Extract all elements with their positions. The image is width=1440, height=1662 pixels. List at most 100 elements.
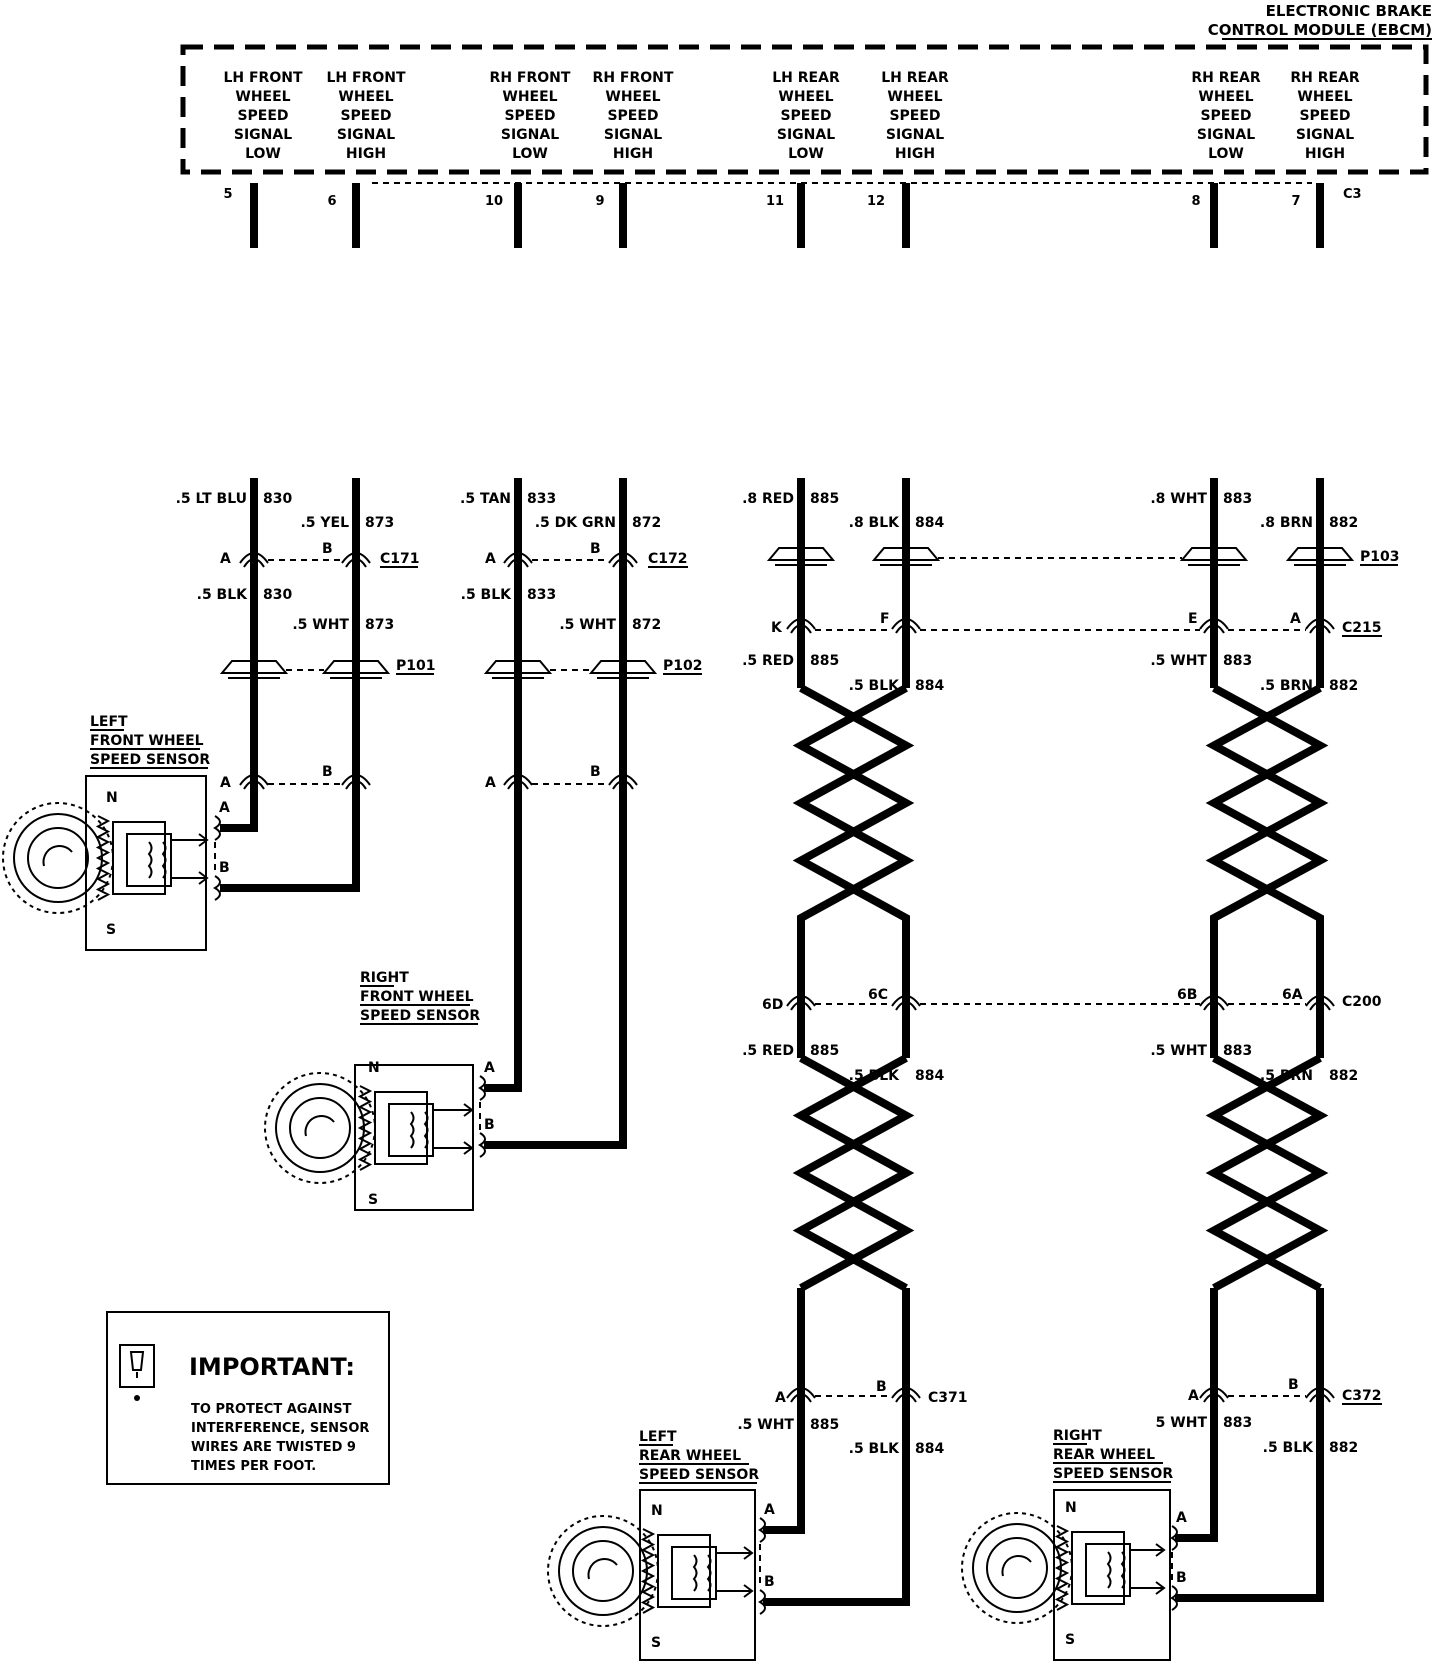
c215-pin-4-inner xyxy=(1309,624,1331,634)
rr-low-c200-circuit-number: 883 xyxy=(1223,1043,1252,1059)
c172-pin-a-inner xyxy=(507,558,529,568)
lf-sensor-conn-pin-a-label: A xyxy=(220,775,231,791)
c372-pin-a-label: A xyxy=(1188,1388,1199,1404)
sensor-connector-pin-b xyxy=(758,1589,766,1615)
rf-low-mid-wire-color: .5 BLK xyxy=(461,587,513,603)
c372-name: C372 xyxy=(1342,1388,1382,1404)
tone-wheel-hub xyxy=(986,1537,1048,1599)
ebcm-terminal-5-line-4: SIGNAL xyxy=(777,127,835,143)
tone-wheel-hub xyxy=(289,1097,351,1159)
rr-high-bot-wire-color: .5 BLK xyxy=(1263,1440,1315,1456)
c372-pin-b xyxy=(1305,1387,1335,1399)
ebcm-terminal-4-line-1: RH FRONT xyxy=(593,70,674,86)
sensor-north-label: N xyxy=(368,1060,380,1076)
sensor-title-line-2: FRONT WHEEL xyxy=(90,733,204,749)
pole-piece-teeth xyxy=(357,1085,373,1171)
lr-high-top-wire-color: .8 BLK xyxy=(849,515,901,531)
magnet-core xyxy=(112,821,166,895)
ebcm-pin-8: 8 xyxy=(1191,194,1200,209)
c200-pin-2 xyxy=(891,995,921,1007)
lr-high-wire-run xyxy=(763,1288,910,1606)
c200-pin-6c-label: 6C xyxy=(868,987,888,1003)
c172-pin-a-label: A xyxy=(485,551,496,567)
ebcm-terminal-3-line-4: SIGNAL xyxy=(501,127,559,143)
sensor-connector-pin-a xyxy=(213,815,221,841)
arrow-icon-a xyxy=(743,1546,754,1560)
sensor-south-label: S xyxy=(106,922,116,938)
sensor-title-line-1: LEFT xyxy=(639,1429,677,1445)
lf-high-mid-circuit-number: 873 xyxy=(365,617,394,633)
sensor-pin-b-label: B xyxy=(1176,1570,1187,1586)
ebcm-terminal-5-line-3: SPEED xyxy=(780,108,831,124)
c200-pin-1 xyxy=(786,995,816,1007)
tone-wheel-hub xyxy=(27,827,89,889)
c172-pin-b-inner xyxy=(612,558,634,568)
c371-pin-b xyxy=(891,1387,921,1399)
rf-high-top-circuit-number: 872 xyxy=(632,515,661,531)
ebcm-terminal-1-line-1: LH FRONT xyxy=(223,70,302,86)
ebcm-terminal-1-line-2: WHEEL xyxy=(235,89,290,105)
pickup-coil-icon xyxy=(1106,1551,1112,1589)
arrow-icon-a xyxy=(1155,1543,1166,1557)
pickup-coil-icon-2 xyxy=(1120,1551,1126,1589)
sensor-south-label: S xyxy=(1065,1632,1075,1648)
ebcm-terminal-8-line-5: HIGH xyxy=(1305,146,1345,162)
sensor-pin-a-label: A xyxy=(484,1060,495,1076)
c371-pin-a xyxy=(786,1387,816,1399)
c172-pin-b xyxy=(608,552,638,564)
pickup-coil-icon-2 xyxy=(423,1111,429,1149)
sensor-title-line-1: LEFT xyxy=(90,714,128,730)
sensor-north-label: N xyxy=(1065,1500,1077,1516)
wire-harness xyxy=(220,183,1329,1606)
lr-low-top-wire-color: .8 RED xyxy=(742,491,794,507)
rr-low-top-circuit-number: 883 xyxy=(1223,491,1252,507)
lf-high-mid-wire-color: .5 WHT xyxy=(292,617,349,633)
ebcm-terminal-6-line-4: SIGNAL xyxy=(886,127,944,143)
c200-pin-6b-label: 6B xyxy=(1177,987,1197,1003)
ebcm-pin-7: 7 xyxy=(1291,194,1300,209)
ebcm-terminal-3-line-5: LOW xyxy=(512,146,548,162)
c215-pin-1 xyxy=(786,618,816,630)
ebcm-connector-c3: C3 xyxy=(1343,187,1362,202)
sensor-south-label: S xyxy=(368,1192,378,1208)
tone-wheel xyxy=(275,1083,365,1173)
pickup-coil-icon xyxy=(147,841,153,879)
ebcm-terminal-8-line-3: SPEED xyxy=(1299,108,1350,124)
sensor-housing xyxy=(85,775,207,951)
sensor-pin-b-label: B xyxy=(484,1117,495,1133)
rr-high-wire-twist-mid xyxy=(1205,684,1329,1058)
sensor-pin-a-label: A xyxy=(764,1502,775,1518)
rotation-arrow-icon xyxy=(42,845,73,867)
c200-name: C200 xyxy=(1342,994,1382,1010)
rotation-arrow-icon xyxy=(587,1558,618,1580)
important-line-3: WIRES ARE TWISTED 9 xyxy=(191,1440,356,1455)
sensor-group: A B N S LEFT FRONT WHEEL SPEED SENSOR A B N S RIGHT… xyxy=(2,714,1187,1661)
ebcm-terminal-4-line-3: SPEED xyxy=(607,108,658,124)
rr-high-c200-wire-color: .5 BRN xyxy=(1260,1068,1313,1084)
c215-pin-f-label: F xyxy=(880,611,890,627)
c200-pin-1-inner xyxy=(790,1001,812,1011)
rr-high-top-wire-color: .8 BRN xyxy=(1260,515,1313,531)
arrow-icon-b xyxy=(463,1141,474,1155)
sensor-connector-pin-b xyxy=(1170,1585,1178,1611)
rr-low-bot-wire-color: 5 WHT xyxy=(1156,1415,1208,1431)
c171-pin-b xyxy=(341,552,371,564)
pole-piece-teeth xyxy=(1054,1525,1070,1611)
ebcm-terminal-5-line-1: LH REAR xyxy=(772,70,840,86)
p101-name: P101 xyxy=(396,658,435,674)
sensor-title-line-3: SPEED SENSOR xyxy=(639,1467,759,1483)
pickup-coil-icon xyxy=(409,1111,415,1149)
magnet-core xyxy=(1071,1531,1125,1605)
lr-high-wire-twist-mid xyxy=(792,684,915,1058)
c371-pin-b-label: B xyxy=(876,1379,887,1395)
c215-pin-e-label: E xyxy=(1188,611,1198,627)
sensor-connector-pin-b xyxy=(478,1132,486,1158)
ebcm-pin-6: 6 xyxy=(327,194,336,209)
c371-pin-a-label: A xyxy=(775,1390,786,1406)
sensor-title-line-1: RIGHT xyxy=(1053,1428,1102,1444)
c215-pin-a-label: A xyxy=(1290,611,1301,627)
rf-high-mid-wire-color: .5 WHT xyxy=(559,617,616,633)
